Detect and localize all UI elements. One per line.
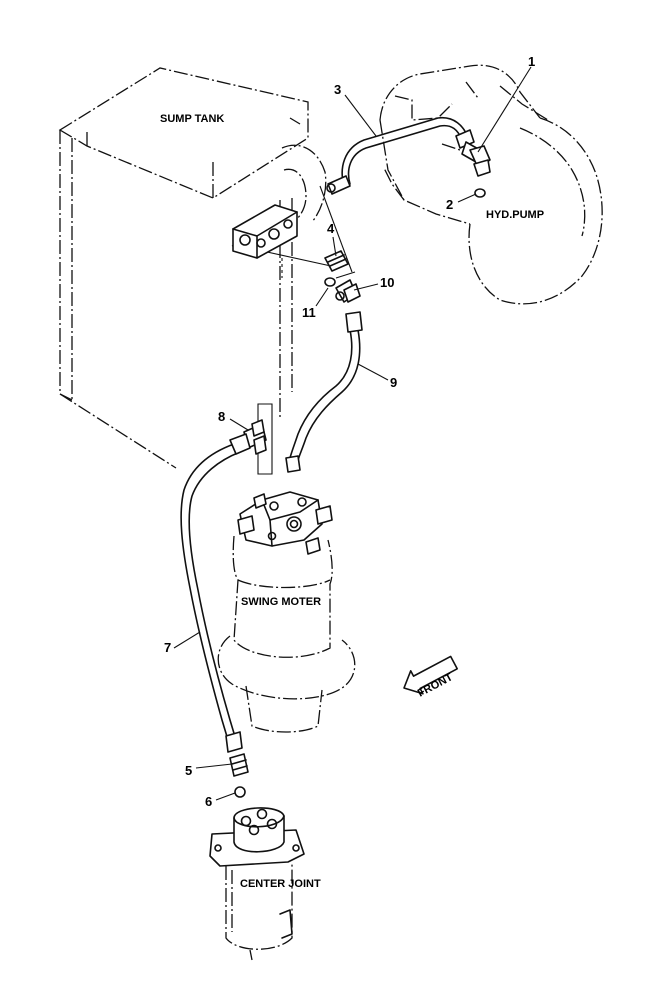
center-joint <box>209 807 305 961</box>
swing-motor-label: SWING MOTER <box>241 596 321 608</box>
callout-4: 4 <box>327 221 335 236</box>
callouts: 1 2 3 4 5 6 7 8 9 10 11 <box>164 54 535 809</box>
swing-motor <box>217 491 356 733</box>
manifold-block <box>232 204 298 278</box>
center-joint-label: CENTER JOINT <box>240 878 321 890</box>
callout-2: 2 <box>446 197 453 212</box>
callout-10: 10 <box>380 275 394 290</box>
sump-tank <box>58 67 356 469</box>
hyd-pump-label: HYD.PUMP <box>486 209 544 221</box>
hose-7 <box>180 433 251 753</box>
hydraulic-pump <box>379 64 603 305</box>
callout-8: 8 <box>218 409 225 424</box>
callout-5: 5 <box>185 763 192 778</box>
item-6-o-ring <box>234 786 246 798</box>
hose-9 <box>285 311 363 473</box>
item-4-connector <box>324 250 349 272</box>
callout-3: 3 <box>334 82 341 97</box>
sump-tank-label: SUMP TANK <box>160 113 224 125</box>
callout-6: 6 <box>205 794 212 809</box>
hose-3 <box>326 116 481 195</box>
item-5-fitting <box>229 753 249 777</box>
item-10-elbow <box>335 279 361 303</box>
callout-11: 11 <box>302 305 316 320</box>
leader-lines <box>173 66 532 801</box>
callout-1: 1 <box>528 54 535 69</box>
item-1-elbow <box>469 145 491 177</box>
item-11-o-ring <box>324 277 336 287</box>
front-arrow <box>403 655 459 695</box>
callout-9: 9 <box>390 375 397 390</box>
item-2-o-ring <box>474 188 486 198</box>
callout-7: 7 <box>164 640 171 655</box>
